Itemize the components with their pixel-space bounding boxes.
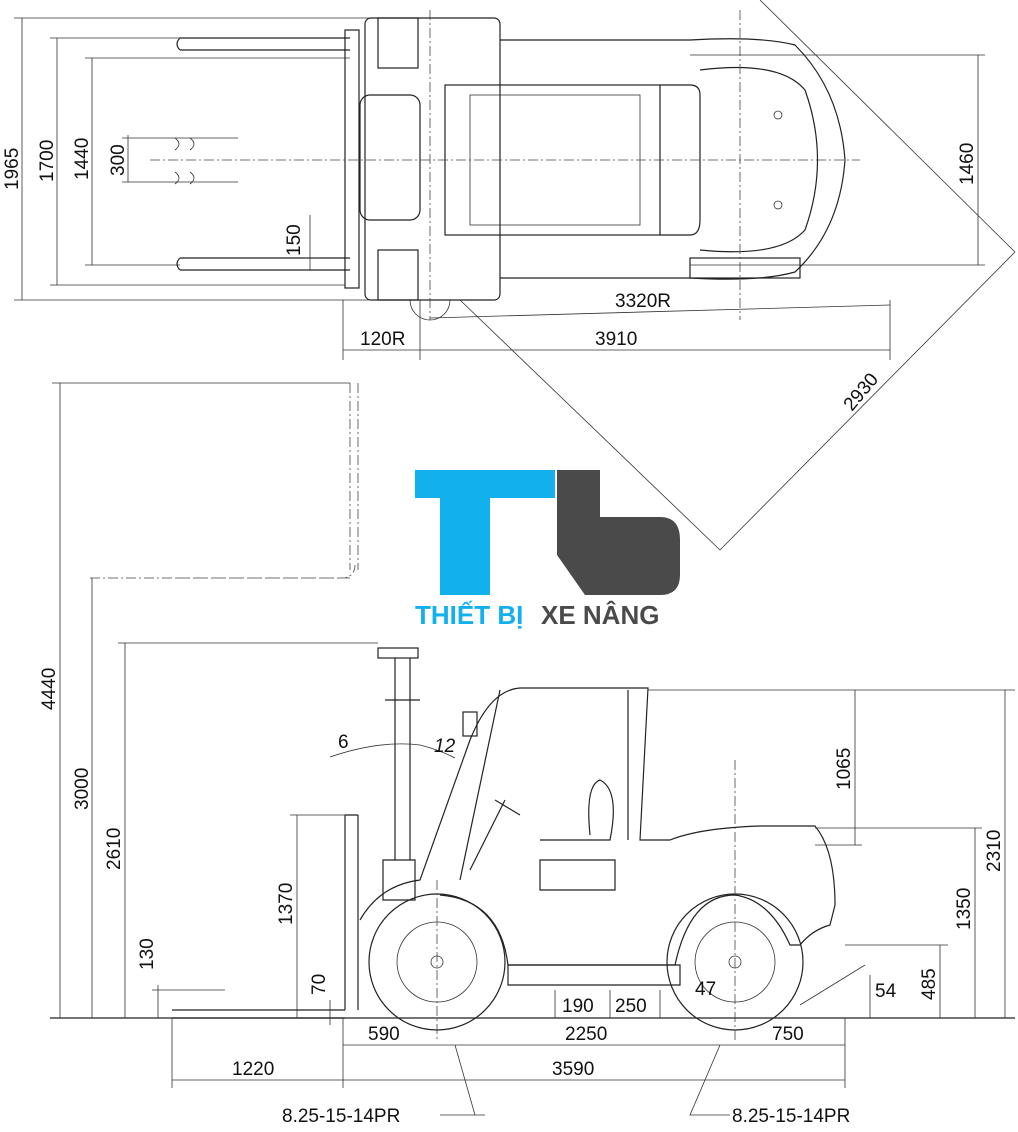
dim-tilt-forward: 6	[338, 732, 349, 753]
dim-length-to-fork-face: 3590	[552, 1059, 594, 1080]
rear-tire-label: 8.25-15-14PR	[732, 1106, 850, 1127]
logo-text-blue: THIẾT BỊ	[415, 600, 523, 630]
logo-text-gray: XE NÂNG	[541, 600, 659, 630]
top-dimension-lines	[14, 0, 1016, 551]
front-wheel-left-top	[377, 17, 419, 69]
dim-fork-thickness-side: 70	[309, 974, 330, 995]
mirror-side	[462, 711, 478, 737]
dim-mast-lowered: 2610	[104, 828, 125, 870]
dim-departure-angle: 54	[875, 981, 897, 1002]
dim-seat-to-guard: 1065	[834, 748, 855, 790]
dim-guard-height: 2310	[984, 830, 1005, 872]
dim-fork-spread: 1440	[72, 138, 93, 180]
dim-turning-radius: 3320R	[615, 291, 671, 312]
fork-side	[172, 1009, 345, 1019]
chassis-top	[500, 38, 846, 280]
dim-tread-width: 1460	[957, 143, 978, 185]
dim-fork-length: 1220	[232, 1059, 274, 1080]
dim-overall-width: 1965	[2, 148, 23, 190]
dim-inner-radius: 120R	[360, 329, 405, 350]
dim-seat-height: 1350	[954, 888, 975, 930]
logo-t-stem	[440, 498, 490, 595]
top-view: 1965 1700 1440 300 150 1460 3320R 120R 3…	[2, 0, 1016, 551]
dim-towing-pin-height: 485	[919, 968, 940, 1000]
front-wheel-right-top	[377, 249, 419, 301]
forks-top	[174, 37, 350, 271]
carriage-side	[344, 814, 359, 1010]
side-dimension-lines	[52, 382, 1015, 1116]
dim-clearance-center: 250	[615, 996, 647, 1017]
dim-tilt-backward: 12	[434, 736, 456, 757]
dim-max-lift: 3000	[72, 768, 93, 810]
logo: THIẾT BỊ XE NÂNG	[415, 470, 680, 630]
dim-wheelbase: 2250	[565, 1024, 607, 1045]
logo-t-bar	[415, 470, 555, 498]
dim-clearance-mast: 190	[562, 996, 594, 1017]
seat-top	[660, 84, 701, 236]
dim-free-lift: 130	[137, 938, 158, 970]
mast-side	[382, 658, 420, 901]
side-view: 4440 3000 2610 1370 130 70 6 12 1065 231…	[39, 382, 1015, 1127]
body-side	[359, 687, 836, 966]
mast-top	[359, 94, 421, 221]
carriage-top	[344, 29, 360, 289]
front-tire-label: 8.25-15-14PR	[282, 1106, 400, 1127]
cab-pillars	[459, 689, 629, 881]
dim-carriage-height: 1370	[276, 883, 297, 925]
front-axle-top	[364, 17, 501, 301]
dim-front-overhang: 590	[368, 1024, 400, 1045]
dim-max-lift-overall: 4440	[39, 668, 60, 710]
dim-fork-width: 300	[108, 144, 129, 176]
seat-side	[539, 779, 616, 891]
dim-overall-length: 3910	[595, 329, 637, 350]
logo-b-shape	[557, 470, 680, 595]
steering-side	[469, 799, 521, 871]
frame-bottom	[507, 964, 681, 986]
dim-clearance-angle: 47	[695, 979, 716, 1000]
dim-rear-overhang: 750	[772, 1024, 804, 1045]
dim-fork-outer-width: 1700	[37, 140, 58, 182]
dim-fork-thickness-top: 150	[284, 224, 305, 256]
mast-top-side	[377, 647, 419, 659]
